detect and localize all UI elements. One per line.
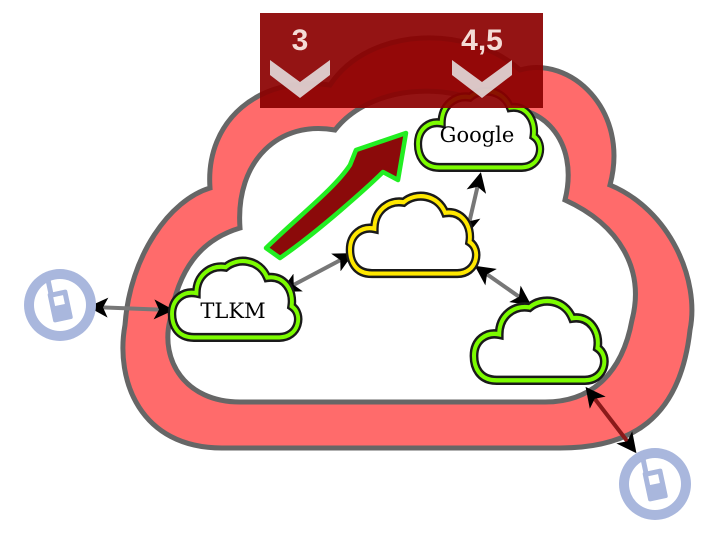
endpoint-right-phone[interactable] [619, 448, 691, 520]
links [88, 172, 637, 454]
chevron-down-icon [452, 60, 512, 98]
link-left-phone-tlkm [88, 297, 174, 320]
step-label-3: 3 [292, 24, 309, 57]
step-label-4-5: 4,5 [461, 24, 503, 57]
endpoint-left-phone[interactable] [24, 269, 96, 341]
step-marker-4-5: 4,5 [452, 24, 512, 98]
mobile-phone-icon [45, 280, 73, 323]
mobile-phone-icon [640, 459, 668, 502]
chevron-down-icon [270, 60, 330, 98]
node-label-google: Google [440, 123, 515, 147]
node-label-tlkm: TLKM [200, 299, 265, 323]
flow-arrow [263, 130, 409, 261]
step-banner: 3 4,5 [260, 13, 543, 108]
link-right-right-phone [585, 386, 637, 454]
link-center-right [474, 265, 532, 306]
step-marker-3: 3 [270, 24, 330, 98]
link-tlkm-center [280, 253, 354, 292]
